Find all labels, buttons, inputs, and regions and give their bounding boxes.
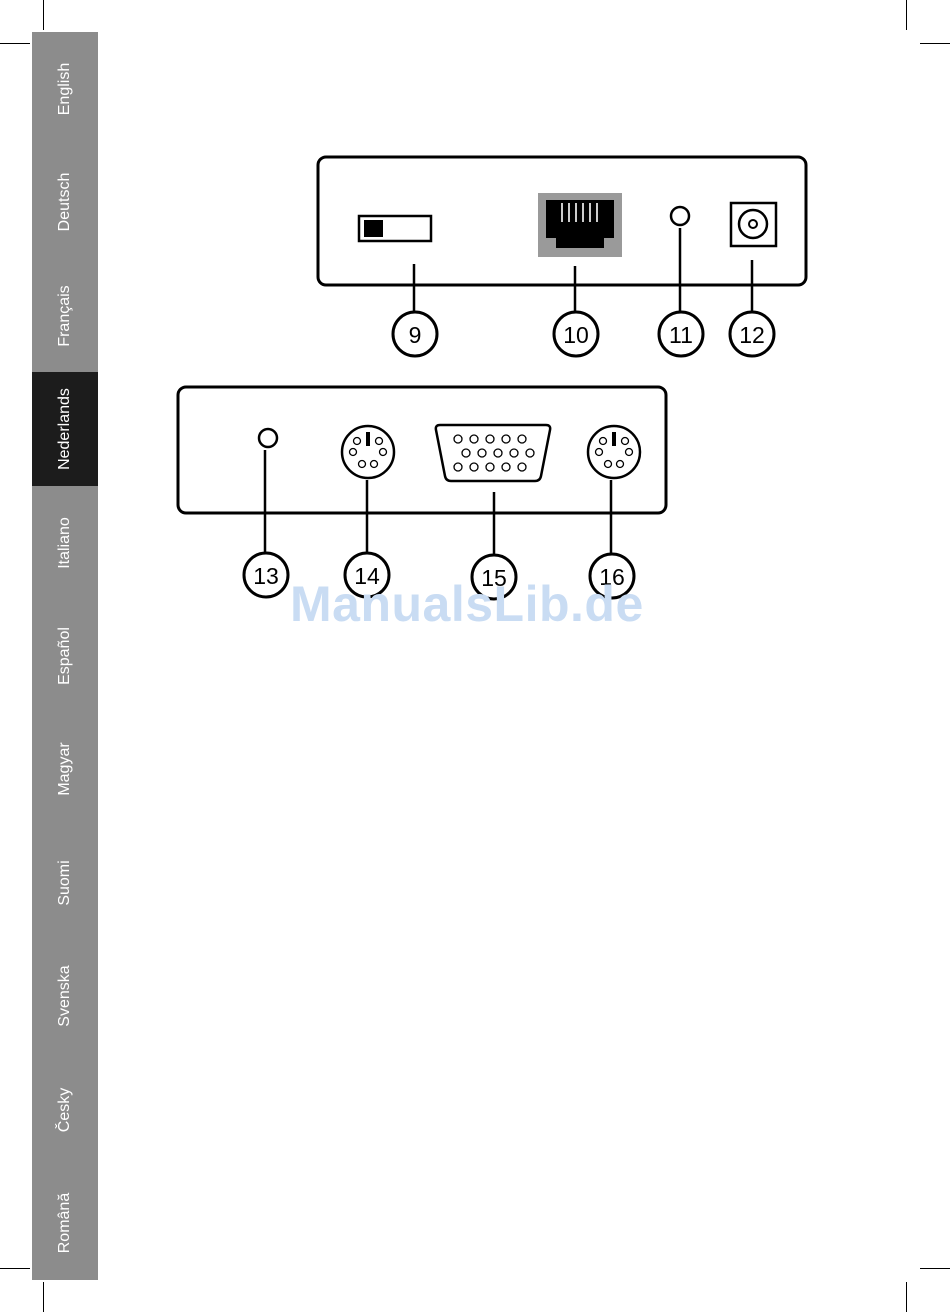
watermark: ManualsLib.de bbox=[290, 575, 644, 633]
rj45-port-icon bbox=[538, 193, 622, 257]
callout-13: 13 bbox=[244, 553, 288, 597]
ps2-port-icon bbox=[588, 426, 640, 478]
callout-number: 13 bbox=[253, 563, 279, 589]
slide-switch-icon bbox=[359, 216, 431, 241]
bottom-device-panel: 13 14 15 16 bbox=[178, 387, 666, 599]
callout-number: 11 bbox=[669, 322, 693, 348]
led-hole-icon bbox=[671, 207, 689, 225]
dc-power-jack-icon bbox=[731, 203, 776, 246]
callout-9: 9 bbox=[393, 312, 437, 356]
vga-port-icon bbox=[436, 425, 550, 481]
callout-number: 12 bbox=[739, 322, 765, 348]
callout-11: 11 bbox=[659, 312, 703, 356]
callout-number: 10 bbox=[563, 322, 589, 348]
ps2-port-icon bbox=[342, 426, 394, 478]
callout-number: 9 bbox=[409, 322, 422, 348]
callout-10: 10 bbox=[554, 312, 598, 356]
led-hole-icon bbox=[259, 429, 277, 447]
top-device-panel: 9 10 11 12 bbox=[318, 157, 806, 356]
callout-12: 12 bbox=[730, 312, 774, 356]
